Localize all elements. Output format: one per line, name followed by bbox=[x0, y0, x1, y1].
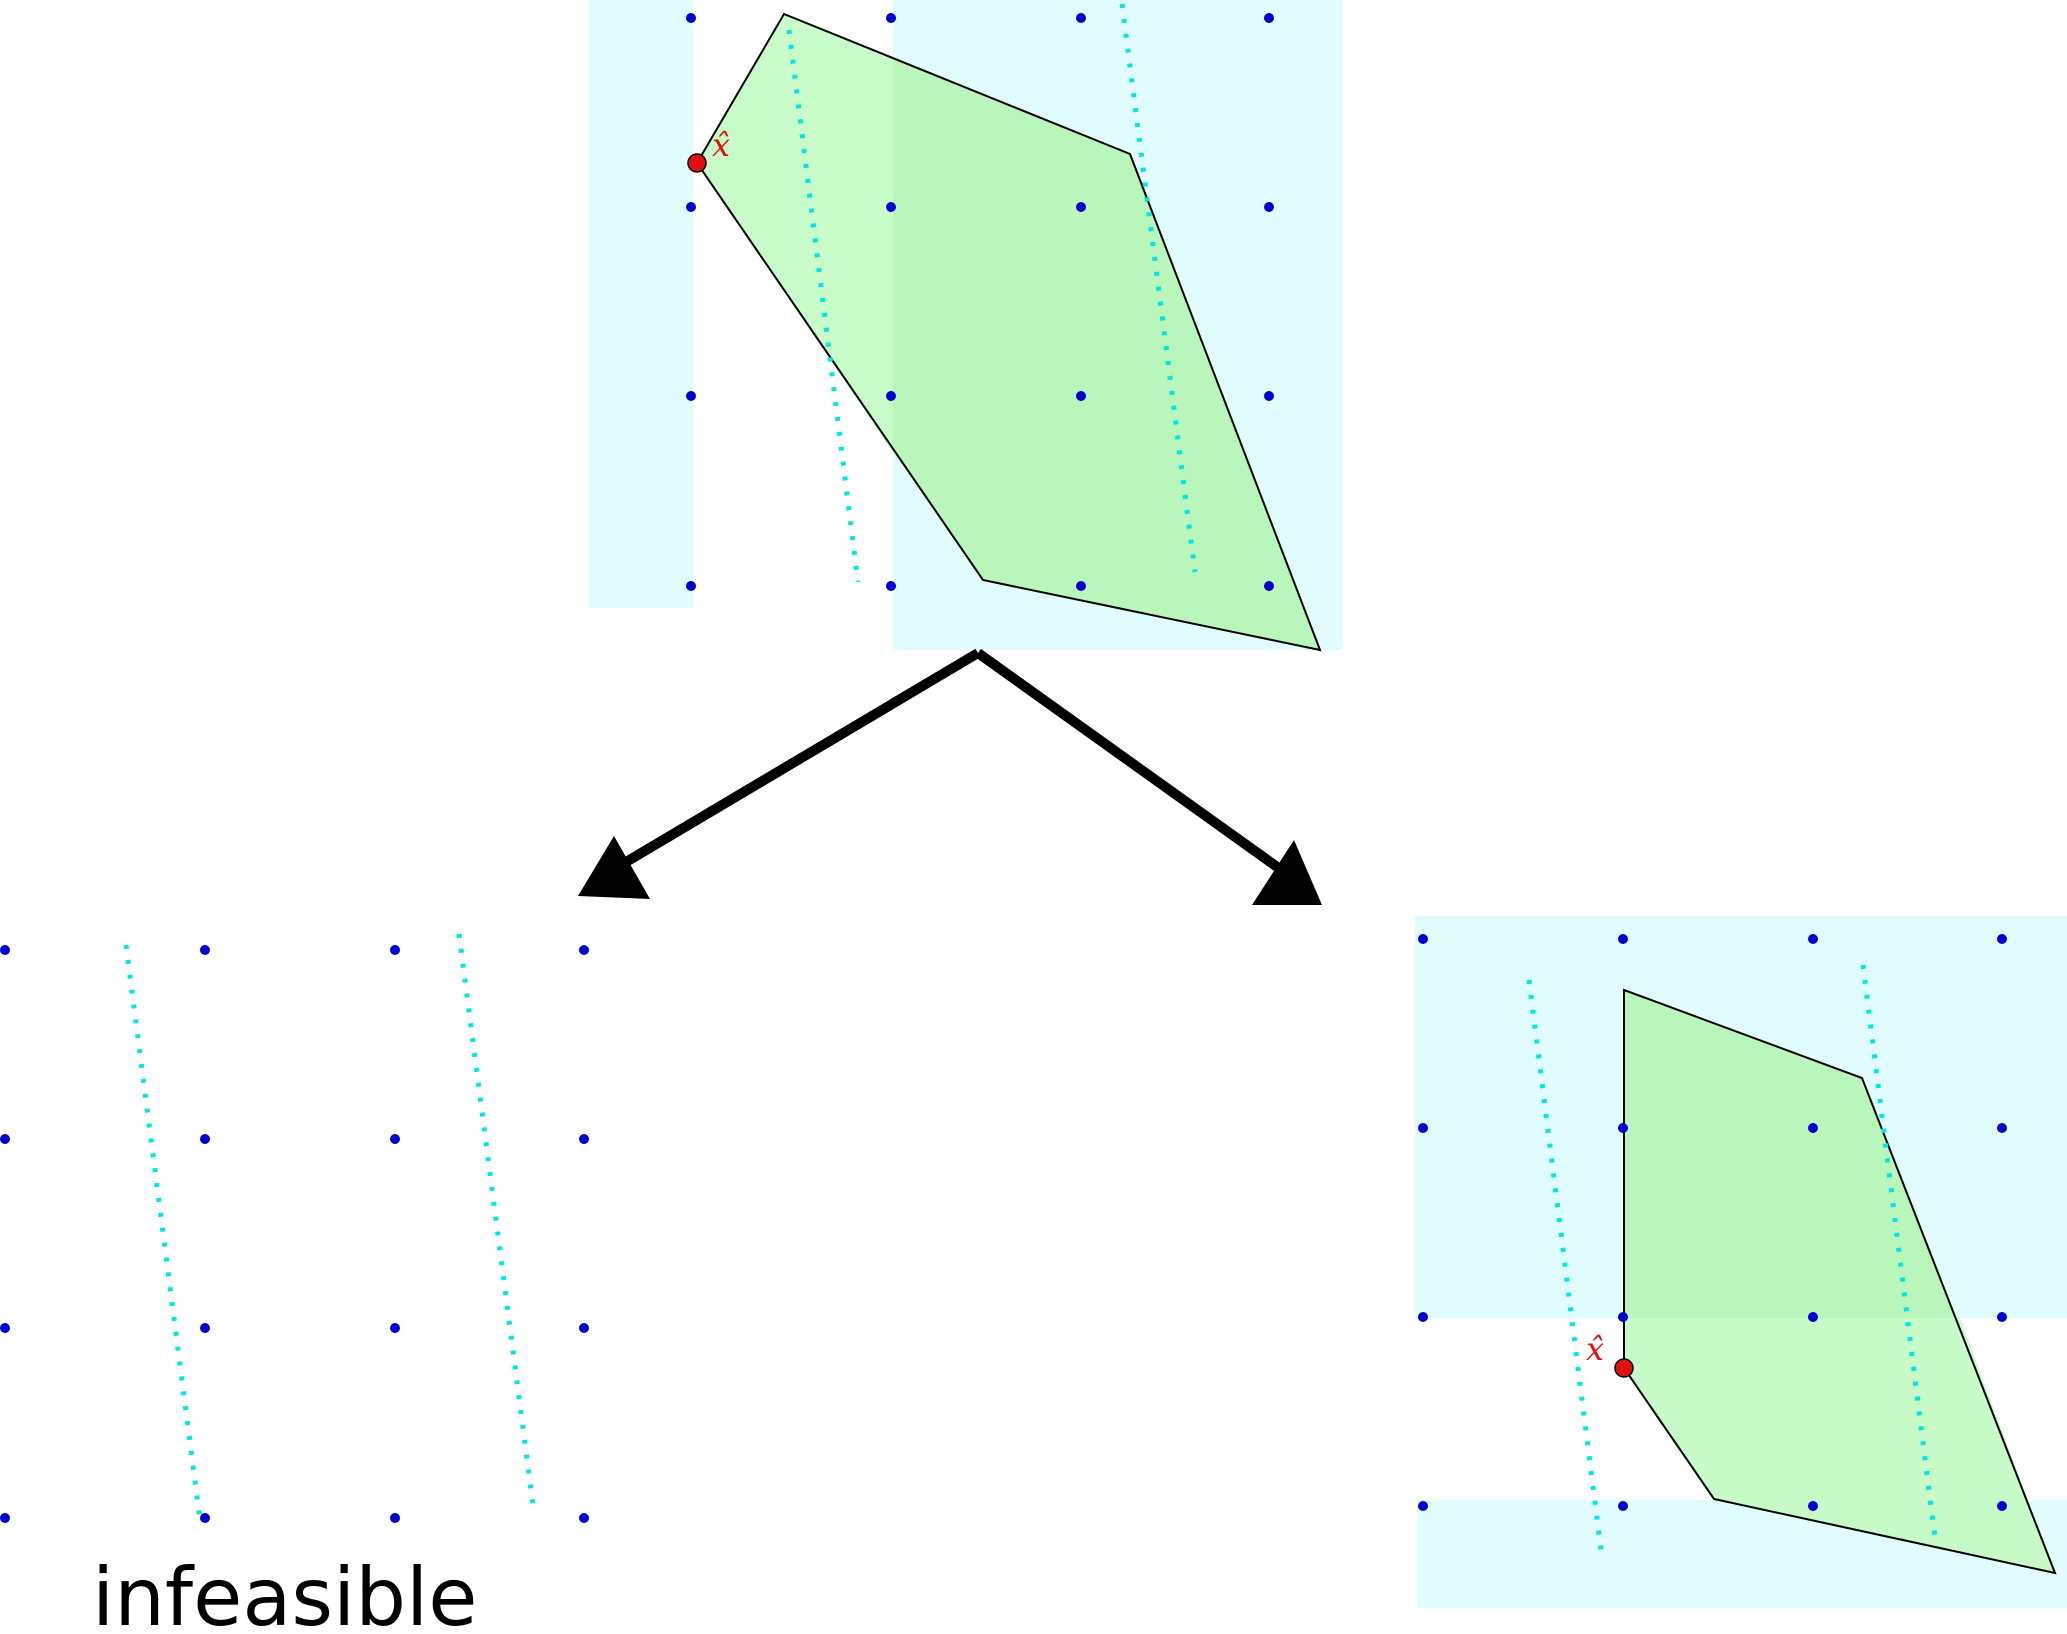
lattice-point bbox=[1264, 581, 1274, 591]
lattice-point bbox=[579, 1134, 589, 1144]
lattice-point bbox=[579, 1513, 589, 1523]
lattice-point bbox=[1618, 934, 1628, 944]
lattice-point bbox=[1997, 1312, 2007, 1322]
lattice-point bbox=[0, 1513, 10, 1523]
lattice-point bbox=[1997, 1123, 2007, 1133]
lattice-point bbox=[886, 581, 896, 591]
bottom-right-dotted-line-left bbox=[1526, 979, 1604, 1551]
lattice-point bbox=[0, 1134, 10, 1144]
lattice-point bbox=[1808, 1312, 1818, 1322]
bottom-right-optimal-point bbox=[1614, 1358, 1634, 1378]
bottom-right-lattice-points bbox=[1418, 934, 2007, 1511]
bottom-right-panel: x̂ bbox=[1415, 916, 2067, 1608]
bottom-right-dotted-line-right bbox=[1860, 964, 1938, 1539]
lattice-point bbox=[1808, 934, 1818, 944]
top-dotted-line-left bbox=[786, 29, 861, 583]
lattice-point bbox=[886, 391, 896, 401]
lattice-point bbox=[1808, 1123, 1818, 1133]
lattice-point bbox=[200, 1134, 210, 1144]
bottom-right-polytope-light-part bbox=[1624, 1318, 2055, 1573]
lattice-point bbox=[1418, 1312, 1428, 1322]
lattice-point bbox=[1076, 581, 1086, 591]
top-point-label: x̂ bbox=[712, 126, 730, 164]
top-polytope-light-part bbox=[697, 14, 893, 452]
lattice-point bbox=[1076, 13, 1086, 23]
lattice-point bbox=[1997, 934, 2007, 944]
lattice-point bbox=[886, 13, 896, 23]
arrow-right-shaft bbox=[975, 648, 1290, 879]
lattice-point bbox=[1418, 934, 1428, 944]
lattice-point bbox=[1618, 1501, 1628, 1511]
lattice-point bbox=[390, 1513, 400, 1523]
lattice-point bbox=[1264, 13, 1274, 23]
lattice-point bbox=[1997, 1501, 2007, 1511]
top-dotted-line-right bbox=[1119, 3, 1198, 573]
lattice-point bbox=[390, 1134, 400, 1144]
lattice-point bbox=[1076, 391, 1086, 401]
lattice-point bbox=[686, 202, 696, 212]
bottom-left-lattice-points bbox=[0, 945, 589, 1523]
lattice-point bbox=[686, 391, 696, 401]
lattice-point bbox=[200, 1513, 210, 1523]
lattice-point bbox=[1618, 1123, 1628, 1133]
lattice-point bbox=[1418, 1501, 1428, 1511]
lattice-point bbox=[1618, 1312, 1628, 1322]
branch-arrows bbox=[578, 648, 1322, 905]
top-polytope-outline bbox=[695, 12, 1322, 652]
bottom-left-dotted-line-left bbox=[123, 944, 203, 1521]
lattice-point bbox=[1418, 1123, 1428, 1133]
lattice-point bbox=[886, 202, 896, 212]
lattice-point bbox=[1264, 202, 1274, 212]
lattice-point bbox=[390, 945, 400, 955]
lattice-point bbox=[390, 1323, 400, 1333]
bottom-left-panel: infeasible bbox=[0, 933, 589, 1634]
bottom-left-dotted-line-right bbox=[456, 933, 536, 1506]
lattice-point bbox=[0, 945, 10, 955]
lattice-point bbox=[1076, 202, 1086, 212]
lattice-point bbox=[579, 945, 589, 955]
top-lattice-points bbox=[686, 13, 1274, 591]
arrow-left-shaft bbox=[613, 648, 981, 873]
lattice-point bbox=[579, 1323, 589, 1333]
top-left-cyan-region bbox=[589, 0, 693, 608]
lattice-point bbox=[200, 1323, 210, 1333]
lattice-point bbox=[0, 1323, 10, 1333]
lattice-point bbox=[686, 13, 696, 23]
top-panel: x̂ bbox=[589, 0, 1342, 652]
bottom-right-polytope-outline bbox=[1623, 988, 2057, 1575]
bottom-right-point-label: x̂ bbox=[1586, 1330, 1604, 1368]
lattice-point bbox=[1808, 1501, 1818, 1511]
top-optimal-point bbox=[687, 153, 707, 173]
arrow-right-head bbox=[1252, 840, 1322, 905]
arrow-left-head bbox=[578, 836, 650, 899]
lattice-point bbox=[1264, 391, 1274, 401]
infeasible-label: infeasible bbox=[92, 1551, 477, 1634]
lattice-point bbox=[200, 945, 210, 955]
lattice-point bbox=[686, 581, 696, 591]
